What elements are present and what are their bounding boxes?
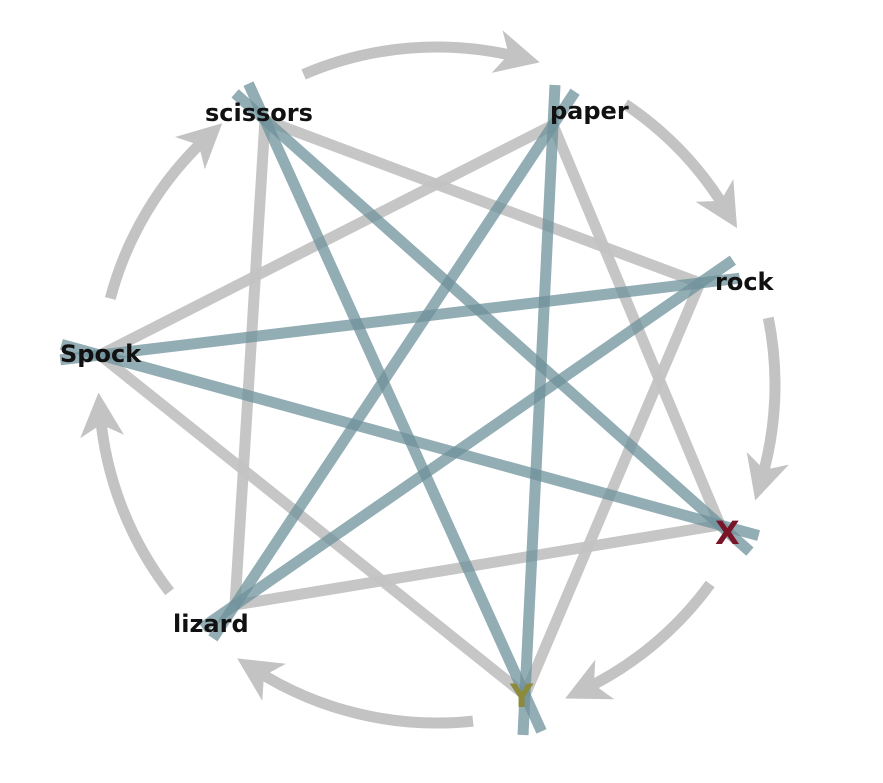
link-scissors-x [231,89,754,556]
node-label-scissors: scissors [205,99,313,127]
link-rock-y [519,280,706,698]
blue-links [59,81,761,736]
link-paper-spock [97,120,556,360]
node-label-paper: paper [550,97,629,125]
arrow-x-to-y [565,580,715,700]
link-scissors-lizard [229,119,271,606]
arrow-paper-to-rock [621,99,738,229]
link-rock-lizard [198,255,737,633]
arrow-spock-to-scissors [104,123,223,300]
gray-links [96,114,726,700]
arrow-y-to-lizard [237,658,474,729]
node-label-y: Y [509,677,534,715]
node-label-spock: Spock [60,340,142,368]
arrow-scissors-to-paper [301,30,540,80]
node-label-x: X [715,514,740,552]
cycle-arrows [80,30,789,729]
link-scissors-y [243,81,547,734]
link-x-spock [59,339,761,541]
link-paper-lizard [208,88,580,642]
node-label-lizard: lizard [173,610,249,638]
arrow-lizard-to-spock [80,392,174,596]
link-y-spock [96,350,529,700]
arrow-rock-to-x [746,316,789,501]
link-rock-spock [59,272,741,366]
node-label-rock: rock [715,268,775,296]
link-scissors-rock [263,114,702,289]
link-x-lizard [234,519,721,611]
link-paper-y [517,84,561,736]
